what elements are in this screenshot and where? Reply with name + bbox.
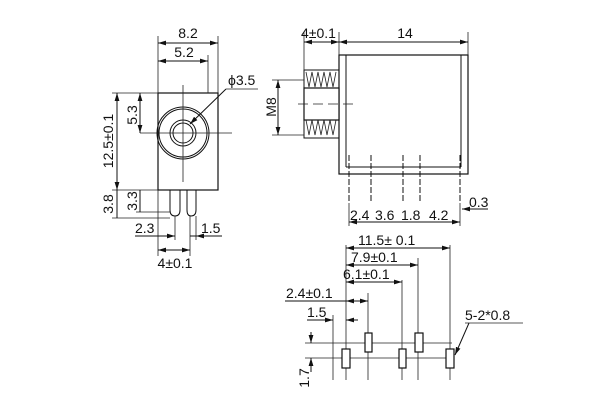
pad-slot: [364, 332, 373, 353]
dim-pin-width: 1.5: [201, 220, 221, 236]
dim-pitch-3: 1.8: [401, 207, 421, 223]
dim-pin-length-total: 3.8: [100, 194, 116, 214]
leader-hole-spec: [454, 322, 470, 356]
leader-hole: [189, 88, 227, 125]
dim-pin-offset: 2.3: [135, 220, 155, 236]
thread-pattern: [305, 71, 337, 136]
dim-7-9: 7.9±0.1: [351, 249, 398, 265]
dim-body-length: 14: [397, 25, 413, 41]
dim-pin-length: 3.3: [124, 191, 140, 211]
dim-width-partial: 5.2: [174, 44, 194, 60]
dim-pitch-2: 3.6: [375, 207, 395, 223]
dim-thread-size: M8: [263, 97, 279, 117]
dim-pin-thickness: 0.3: [469, 194, 489, 210]
dim-6-1: 6.1±0.1: [343, 266, 390, 282]
dim-hole-spec: 5-2*0.8: [465, 307, 510, 323]
dim-hole-diameter: ϕ3.5: [228, 72, 256, 88]
dim-pitch-4: 4.2: [429, 207, 449, 223]
pad-slot: [398, 348, 407, 369]
pad-slot: [341, 348, 351, 369]
side-view: 4±0.1 14 M8 2.4 3.6 1.8 4.2 0.3: [263, 25, 489, 226]
dim-width-total: 8.2: [178, 25, 198, 41]
pad-slot: [414, 332, 424, 353]
front-view: 8.2 5.2 ϕ3.5 12.5±0.1 5.3 3.8 3.3 2.3 1.…: [100, 25, 258, 271]
pin-left: [169, 190, 181, 217]
dim-pitch-1: 2.4: [350, 207, 370, 223]
dim-pin-spacing: 4±0.1: [158, 255, 193, 271]
dim-1-7: 1.7: [296, 368, 312, 388]
pcb-footprint: 11.5± 0.1 7.9±0.1 6.1±0.1 2.4±0.1 1.5 1.…: [285, 232, 523, 388]
dim-2-4: 2.4±0.1: [286, 285, 333, 301]
pin-right: [186, 190, 197, 217]
dim-1-5: 1.5: [307, 304, 327, 320]
dim-center-height: 5.3: [124, 105, 140, 125]
dim-height-total: 12.5±0.1: [100, 114, 116, 169]
pad-slot: [445, 348, 455, 369]
dim-thread-length: 4±0.1: [301, 25, 336, 41]
side-pins: [348, 155, 461, 203]
dim-11-5: 11.5± 0.1: [358, 232, 415, 248]
